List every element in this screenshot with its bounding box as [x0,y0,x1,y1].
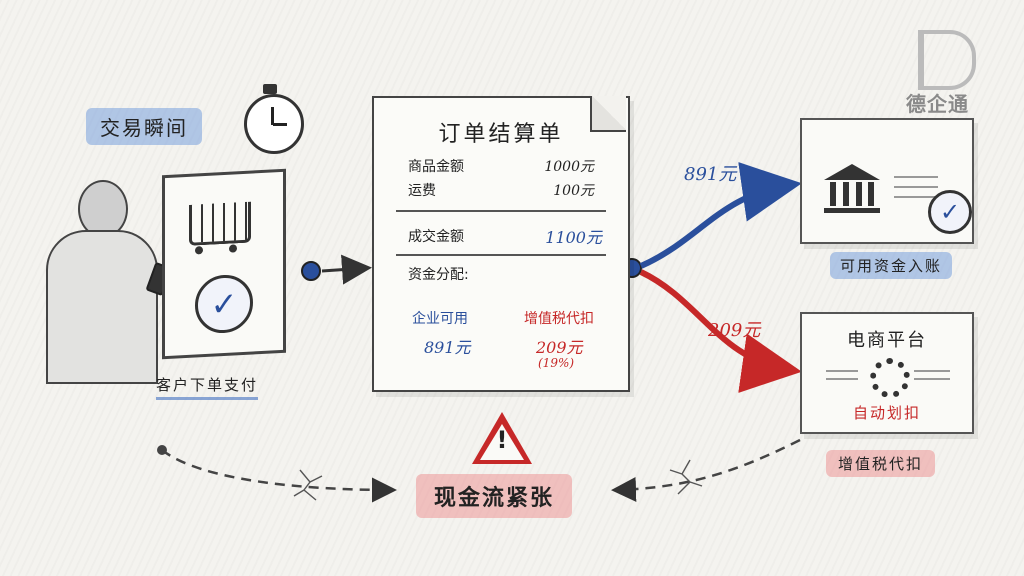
doc-fold-corner [590,96,626,132]
platform-title: 电商平台 [847,330,927,351]
text-lines [894,176,938,178]
check-icon: ✓ [195,273,253,335]
dashed-left-arrow [161,449,397,503]
customer-label: 客户下单支付 [156,374,259,400]
platform-caption: 增值税代扣 [826,450,936,477]
warning-label: 现金流紧张 [416,474,573,518]
bank-icon [824,164,880,214]
check-icon: ✓ [928,190,972,234]
available-value: 891元 [424,338,471,357]
stopwatch-crown [263,84,277,94]
vat-label: 增值税代扣 [524,311,594,327]
crack-right [669,459,703,495]
vat-rate: (19%) [538,356,575,370]
platform-action: 自动划扣 [852,404,921,422]
total-label: 成交金额 [408,229,464,245]
total-value: 1100元 [545,228,602,247]
vat-value: 209元 [536,338,583,357]
flow-company-amount: 891元 [684,164,737,185]
flow-platform-amount: 209元 [708,320,761,341]
allocation-label: 资金分配: [408,267,469,283]
order-document: 订单结算单 商品金额 1000元 运费 100元 成交金额 1100元 资金分配… [372,96,630,392]
available-label: 企业可用 [412,311,468,327]
line-2-label: 运费 [408,183,436,199]
logo-mark [918,30,976,90]
moment-tag: 交易瞬间 [86,108,202,145]
dashed-right-arrow [611,438,801,502]
exclamation-icon: ! [496,426,508,454]
gear-icon [870,358,910,398]
red-flow-arrow [639,269,802,393]
customer-to-order-arrow [321,254,372,285]
warning-icon-inner [480,424,524,460]
crack-left [293,469,323,501]
line-2-value: 100元 [553,183,594,199]
company-caption: 可用资金入账 [830,252,953,279]
blue-flow-arrow [639,162,802,269]
company-panel: ✓ [800,118,974,244]
line-1-label: 商品金额 [408,159,464,175]
order-title: 订单结算单 [438,122,564,147]
line-1-value: 1000元 [544,159,594,175]
customer-connector-node [301,261,321,281]
stopwatch-icon [244,94,304,154]
text-lines [914,370,950,372]
customer-person [40,180,158,384]
text-lines [826,370,858,372]
divider [396,210,606,212]
logo-name: 德企通 [906,92,969,116]
divider [396,254,606,256]
cart-icon [189,201,251,246]
checkout-board: ✓ [162,168,286,360]
platform-panel: 电商平台 自动划扣 [800,312,974,434]
